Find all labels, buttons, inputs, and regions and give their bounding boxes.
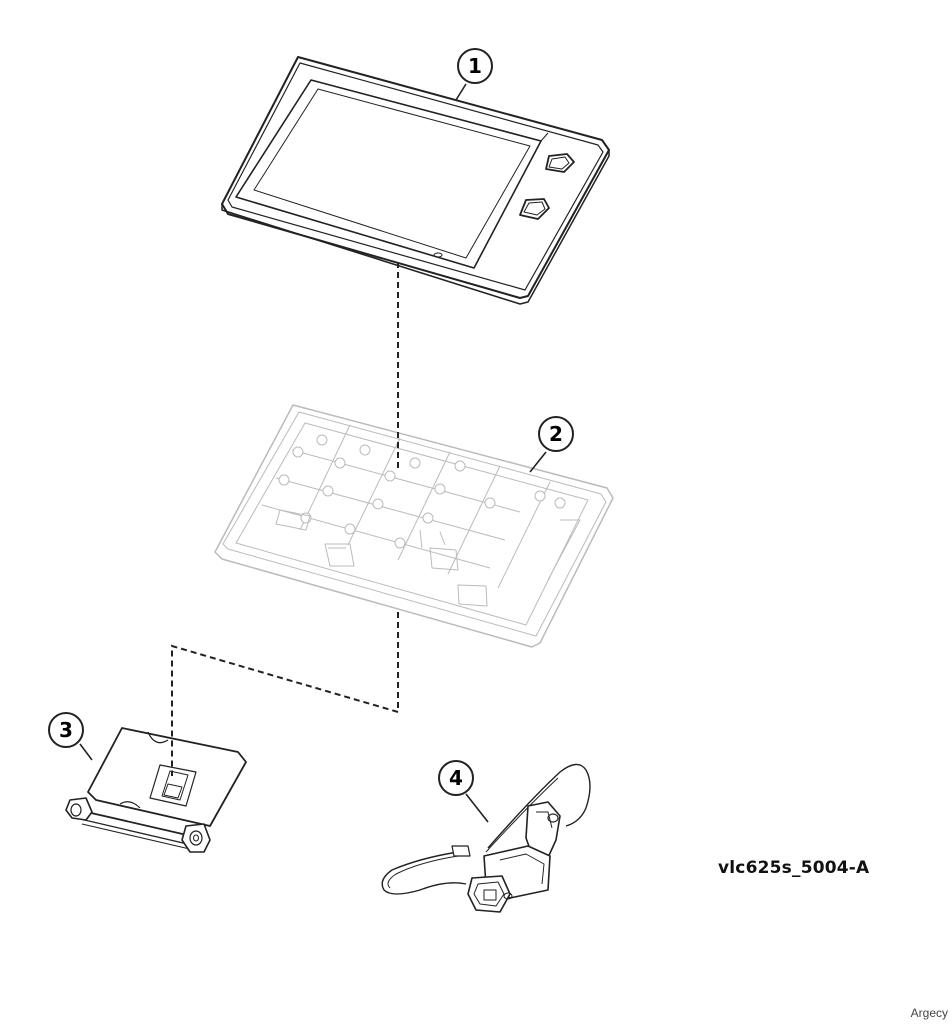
callout-1: 1: [457, 48, 493, 84]
assembly-dashed-lines: [171, 262, 399, 776]
part-1-control-panel: [221, 56, 610, 305]
callout-2: 2: [538, 416, 574, 452]
panel-button-upper: [545, 153, 575, 173]
part-2-panel-frame: [214, 404, 614, 648]
callout-4: 4: [438, 760, 474, 796]
callout-3: 3: [48, 712, 84, 748]
callout-leaders: [79, 83, 547, 823]
svg-text:1: 1: [468, 54, 482, 78]
part-3-hinge-bracket: [65, 727, 247, 853]
svg-text:4: 4: [449, 766, 463, 790]
part-4-sensor-cable: [381, 763, 591, 913]
svg-text:3: 3: [59, 718, 73, 742]
watermark-text: Argecy: [910, 1006, 948, 1020]
figure-id-label: vlc625s_5004-A: [718, 858, 870, 878]
panel-button-lower: [519, 198, 550, 220]
svg-text:2: 2: [549, 422, 563, 446]
